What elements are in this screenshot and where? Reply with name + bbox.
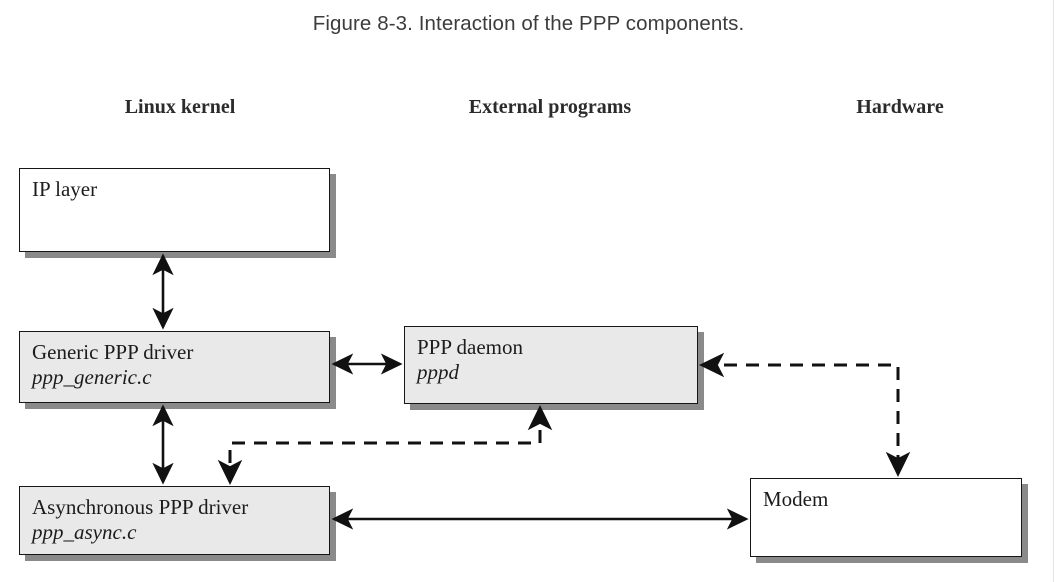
node-asynchronous-ppp-driver[interactable]: Asynchronous PPP driver ppp_async.c bbox=[19, 486, 330, 555]
connector-modem-to-ppp-daemon bbox=[699, 352, 911, 477]
connector-ppp-daemon-to-asynchronous-ppp-driver bbox=[217, 405, 553, 485]
node-ip-layer[interactable]: IP layer bbox=[19, 168, 330, 252]
node-generic-ppp-driver-title: Generic PPP driver bbox=[32, 340, 194, 364]
node-generic-ppp-driver-filename: ppp_generic.c bbox=[32, 364, 152, 389]
node-modem[interactable]: Modem bbox=[750, 478, 1022, 557]
node-asynchronous-ppp-driver-filename: ppp_async.c bbox=[32, 519, 137, 544]
column-header-hardware: Hardware bbox=[856, 96, 944, 118]
figure-caption: Figure 8-3. Interaction of the PPP compo… bbox=[312, 12, 745, 35]
page-edge-rule bbox=[1053, 0, 1054, 582]
node-generic-ppp-driver[interactable]: Generic PPP driver ppp_generic.c bbox=[19, 331, 330, 403]
node-modem-title: Modem bbox=[763, 487, 829, 511]
column-header-linux-kernel: Linux kernel bbox=[124, 96, 236, 118]
node-ppp-daemon-filename: pppd bbox=[417, 359, 459, 384]
node-ppp-daemon-title: PPP daemon bbox=[417, 335, 523, 359]
column-header-external-programs: External programs bbox=[468, 96, 632, 118]
node-ip-layer-title: IP layer bbox=[32, 177, 98, 201]
node-asynchronous-ppp-driver-title: Asynchronous PPP driver bbox=[32, 495, 249, 519]
node-ppp-daemon[interactable]: PPP daemon pppd bbox=[404, 326, 698, 404]
